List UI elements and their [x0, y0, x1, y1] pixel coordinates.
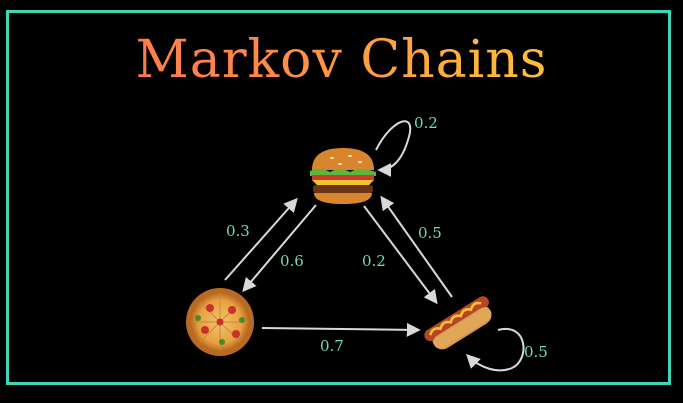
edge-label-burger-self: 0.2	[414, 114, 438, 132]
pizza-icon	[186, 288, 254, 356]
arrow-burger-to-hotdog	[363, 205, 438, 305]
arrow-burger-self	[375, 120, 412, 177]
burger-icon	[310, 148, 376, 204]
edge-label-hotdog-to-burger: 0.5	[418, 224, 442, 242]
edge-label-hotdog-self: 0.5	[524, 343, 548, 361]
arrow-hotdog-self	[466, 327, 525, 372]
edge-label-burger-to-pizza: 0.6	[280, 252, 304, 270]
edge-label-pizza-to-burger: 0.3	[226, 222, 250, 240]
arrow-pizza-to-burger	[224, 197, 298, 281]
arrow-burger-to-pizza	[242, 204, 317, 293]
edge-label-pizza-to-hotdog: 0.7	[320, 337, 344, 355]
arrow-pizza-to-hotdog	[261, 322, 421, 337]
edge-label-burger-to-hotdog: 0.2	[362, 252, 386, 270]
page-title: Markov Chains	[0, 30, 683, 90]
arrow-hotdog-to-burger	[380, 195, 453, 298]
hotdog-icon	[424, 296, 492, 350]
